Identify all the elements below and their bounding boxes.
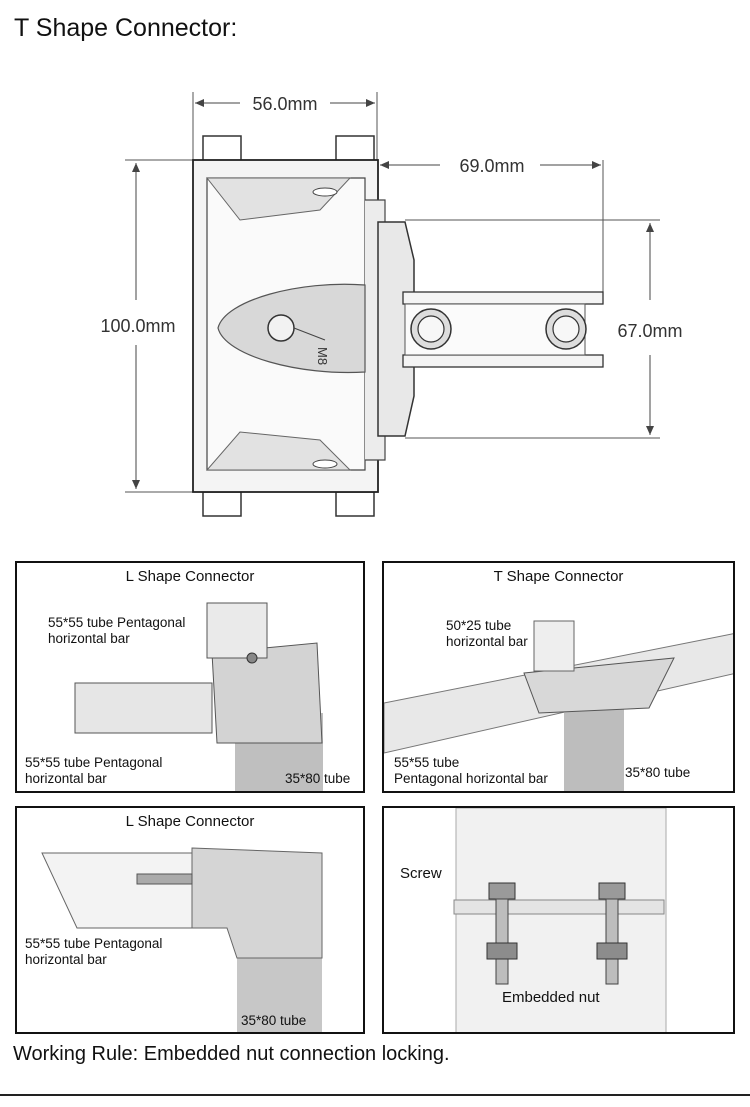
panel-title: T Shape Connector [493, 568, 624, 585]
bottom-divider [0, 1094, 750, 1096]
label-top-bar: 55*55 tube Pentagonal horizontal bar [48, 615, 186, 646]
label-embedded-nut: Embedded nut [502, 989, 600, 1006]
panel-l-connector-2: L Shape Connector 55*55 tube Pentagonal … [15, 806, 365, 1034]
label-tube: 35*80 tube [241, 1013, 307, 1028]
panel-l-connector-1: L Shape Connector 55*55 tube Pentagonal … [15, 561, 365, 793]
label-tube: 35*80 tube [625, 765, 691, 780]
t-connector-illustration [384, 620, 733, 791]
dim-width-top: 56.0mm [252, 94, 317, 114]
panel-title: L Shape Connector [125, 813, 255, 830]
bolt-label: M8 [315, 347, 330, 365]
label-bar: 55*55 tube Pentagonal horizontal bar [25, 936, 163, 967]
l-connector-cut-illustration [41, 847, 323, 1032]
page-title: T Shape Connector: [14, 14, 238, 42]
technical-drawing: 56.0mm 69.0mm 100.0mm 67.0mm M8 [100, 92, 683, 517]
label-bottom-bar: 55*55 tube Pentagonal horizontal bar [394, 755, 548, 786]
label-tube: 35*80 tube [285, 771, 351, 786]
panel-t-connector: T Shape Connector 50*25 tube horizontal … [382, 561, 735, 793]
label-bottom-bar: 55*55 tube Pentagonal horizontal bar [25, 755, 163, 786]
panel-title: L Shape Connector [125, 568, 255, 585]
working-rule: Working Rule: Embedded nut connection lo… [13, 1043, 450, 1065]
dim-height-right: 67.0mm [617, 321, 682, 341]
label-top-bar: 50*25 tube horizontal bar [446, 618, 528, 649]
panel-screw-detail: Screw Embedded nut [382, 806, 735, 1034]
label-screw: Screw [400, 865, 442, 882]
screw-detail-illustration [453, 808, 667, 1032]
dim-height-left: 100.0mm [100, 316, 175, 336]
l-connector-illustration [74, 602, 323, 791]
dim-width-arm: 69.0mm [459, 156, 524, 176]
